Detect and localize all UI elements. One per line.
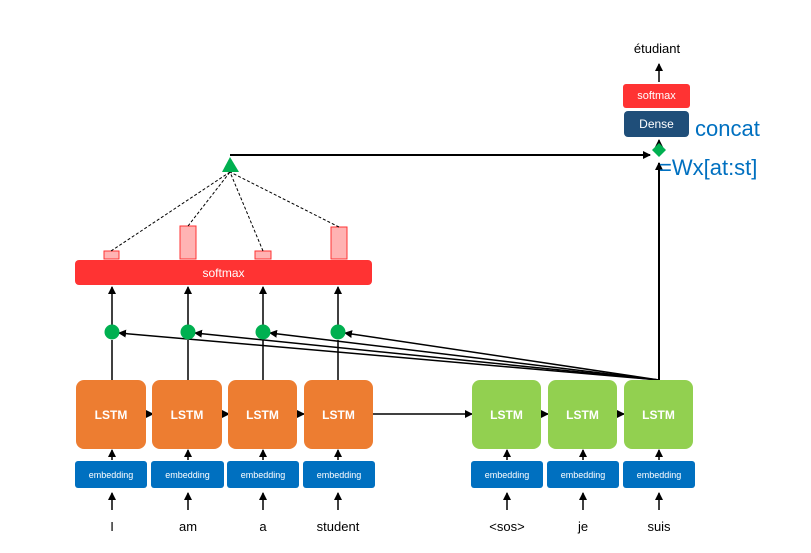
encoder-input-word-4: student: [316, 519, 360, 534]
encoder-embedding-1: embedding: [75, 461, 147, 488]
encoder-embedding-3: embedding: [227, 461, 299, 488]
encoder-input-word-2: am: [178, 519, 198, 534]
encoder-embedding-2: embedding: [151, 461, 224, 488]
encoder-lstm-4: LSTM: [304, 380, 373, 449]
decoder-input-word-2: je: [577, 519, 589, 534]
node-1: [104, 324, 120, 340]
dot-product-nodes: [104, 324, 346, 340]
decoder-embedding-2: embedding: [547, 461, 619, 488]
decoder-lstm-1: LSTM: [472, 380, 541, 449]
node-to-softmax-arrows: [108, 286, 342, 325]
encoder-lstm-3: LSTM: [228, 380, 297, 449]
encoder-lstm-2: LSTM: [152, 380, 222, 449]
dense-layer: Dense: [624, 111, 689, 137]
input-arrows: [108, 492, 663, 510]
node-3: [255, 324, 271, 340]
context-vector-triangle: [222, 157, 239, 172]
encoder-input-word-1: I: [110, 519, 114, 534]
node-2: [180, 324, 196, 340]
encoder-lstm-1: LSTM: [76, 380, 146, 449]
concat-formula: =Wx[at:st]: [659, 155, 758, 180]
output-softmax: softmax: [623, 84, 690, 108]
attention-softmax: softmax: [75, 260, 372, 285]
decoder-lstm-3: LSTM: [624, 380, 693, 449]
decoder-embedding-3: embedding: [623, 461, 695, 488]
decoder-state-lines: [118, 329, 660, 381]
decoder-embedding-1: embedding: [471, 461, 543, 488]
decoder-input-word-3: suis: [647, 519, 671, 534]
decoder-input-word-1: <sos>: [489, 519, 525, 534]
embedding-arrows: [108, 449, 663, 460]
concat-annotation: concat: [695, 116, 760, 141]
concat-diamond: [652, 143, 666, 157]
encoder-input-word-3: a: [259, 519, 267, 534]
output-word: étudiant: [633, 41, 681, 56]
encoder-embedding-4: embedding: [303, 461, 375, 488]
encoder-to-node-lines: [111, 340, 339, 380]
node-4: [330, 324, 346, 340]
context-dashed-lines: [110, 171, 340, 252]
decoder-lstm-2: LSTM: [548, 380, 617, 449]
